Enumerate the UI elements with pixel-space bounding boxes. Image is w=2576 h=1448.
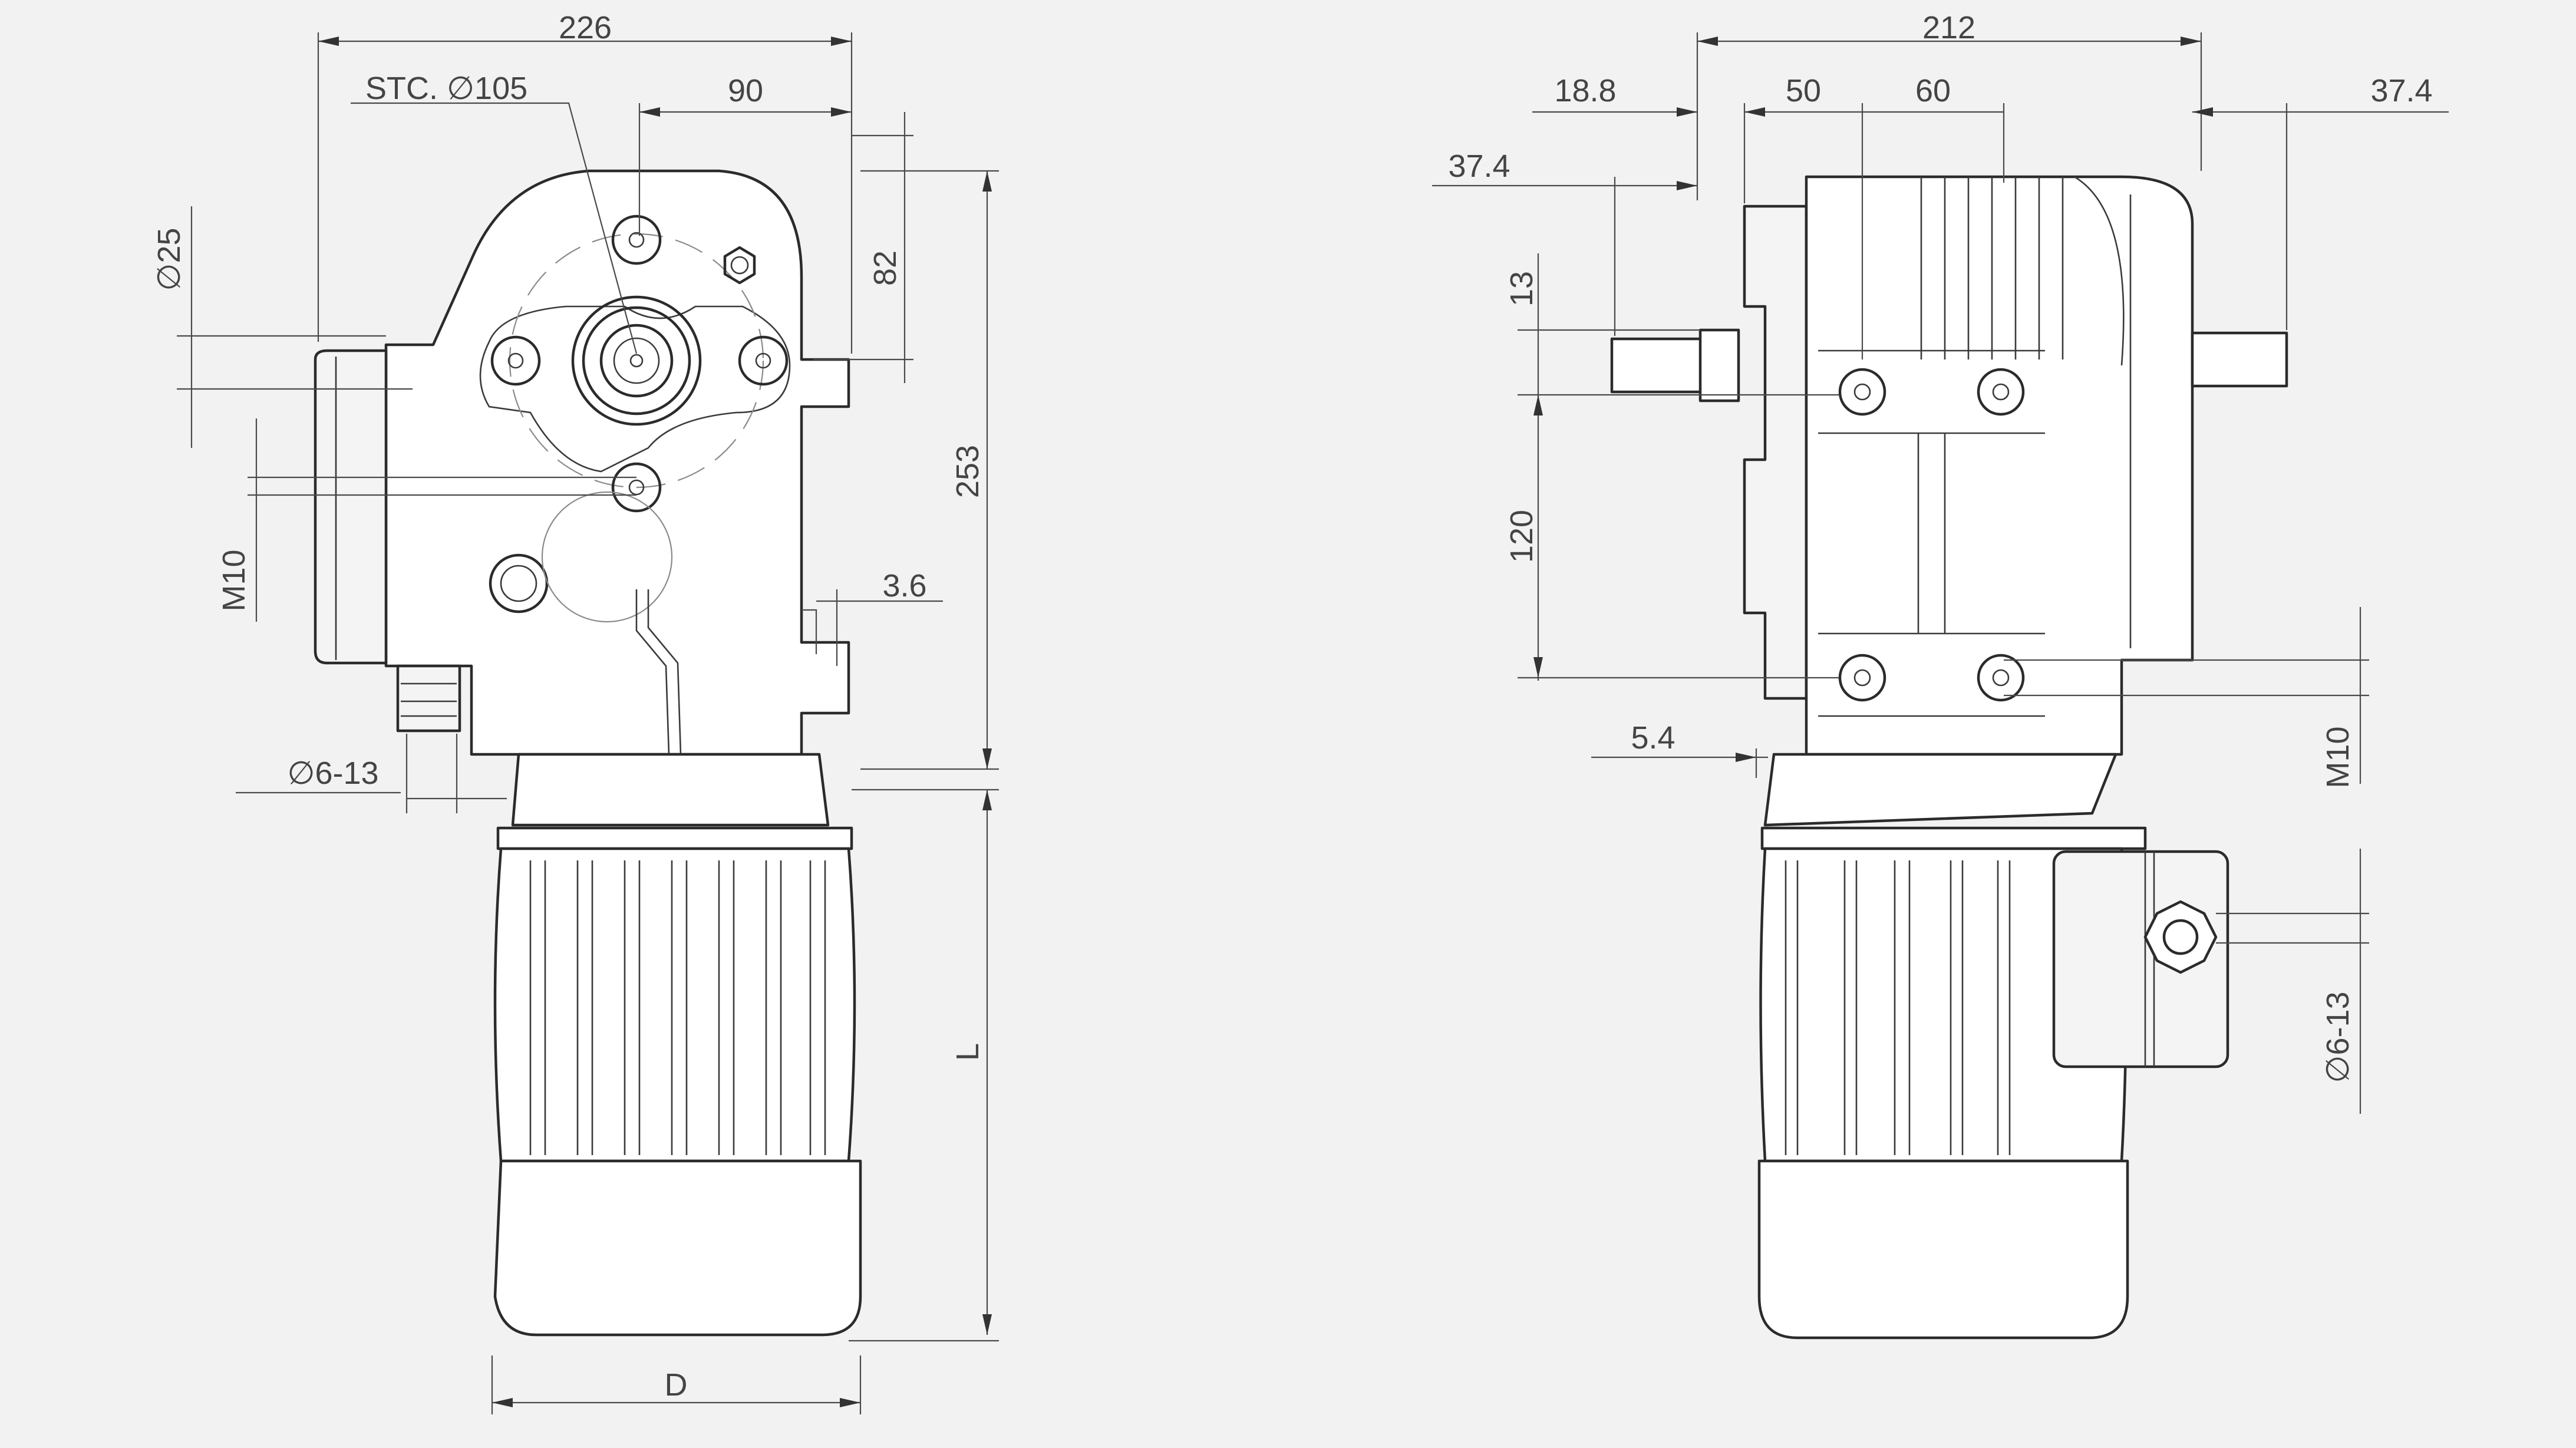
shaft-center — [629, 354, 644, 368]
split-line — [635, 589, 670, 755]
dim-3-6-label: 3.6 — [882, 568, 926, 603]
right-output-shaft — [2191, 331, 2288, 388]
front-dimensions — [177, 32, 999, 1414]
shaft-outer-ring — [571, 295, 702, 426]
end-cover-line — [2074, 176, 2132, 648]
dim-212-label: 212 — [1922, 10, 1975, 45]
shaft-bearing — [582, 306, 691, 415]
dim-37-4-right-label: 37.4 — [2370, 73, 2432, 108]
side-bolt-bottom-left — [1838, 654, 1886, 702]
motor-adapter-side — [1763, 753, 2117, 827]
dim-13-label: 13 — [1504, 271, 1539, 306]
cable-gland-side — [2143, 900, 2218, 974]
dim-l-label: L — [950, 1043, 985, 1061]
dim-m10-side-label: M10 — [2320, 726, 2356, 788]
dim-120-label: 120 — [1504, 510, 1539, 563]
left-cover — [314, 349, 388, 665]
motor-flange-side — [1760, 826, 2147, 850]
cable-gland-front — [396, 664, 461, 733]
dim-253-label: 253 — [950, 445, 985, 498]
bolt-hole-right — [738, 335, 789, 386]
dim-60-label: 60 — [1915, 73, 1951, 108]
center-web — [1917, 433, 1946, 634]
hex-plug-center — [730, 256, 749, 275]
split-line-2 — [647, 589, 682, 755]
dim-50-label: 50 — [1786, 73, 1821, 108]
dim-18-8-label: 18.8 — [1554, 73, 1616, 108]
inner-circle — [541, 491, 673, 623]
dim-cable-gland-side-label: ∅6-13 — [2320, 991, 2356, 1083]
dim-37-4-left-label: 37.4 — [1448, 149, 1510, 184]
mounting-rails — [1818, 349, 2045, 717]
fan-cover-front — [493, 1159, 862, 1337]
front-view: 226 STC. ∅105 90 82 253 ∅25 M10 3.6 ∅6-1… — [151, 10, 999, 1414]
cable-gland-inner — [2162, 919, 2199, 955]
dim-5-4-label: 5.4 — [1631, 720, 1675, 756]
side-bolt-top-left — [1838, 368, 1886, 416]
motor-body-front — [493, 847, 856, 1163]
shaft-core — [613, 337, 660, 384]
dim-m10-front-label: M10 — [216, 549, 252, 611]
side-dimensions — [1432, 32, 2449, 1114]
side-view: 212 18.8 50 60 37.4 37.4 13 120 5.4 M10 … — [1432, 10, 2449, 1340]
cooling-fins-side — [1785, 860, 2011, 1155]
bolt-center — [1992, 383, 2010, 401]
left-output-shaft — [1610, 337, 1711, 394]
hex-plug — [723, 246, 756, 285]
dim-d-label: D — [665, 1367, 688, 1403]
motor-flange-front — [496, 826, 853, 850]
shaft-bore — [599, 324, 674, 398]
bolt-hole-bottom — [611, 462, 662, 513]
bolt-center — [628, 232, 645, 248]
housing-ribs — [1920, 177, 2064, 359]
dim-shaft-diameter-label: ∅25 — [151, 227, 187, 291]
drain-plug-inner — [500, 565, 537, 602]
bolt-hole-left — [490, 335, 541, 386]
terminal-box-split — [2144, 852, 2155, 1067]
motor-adapter-front — [511, 753, 830, 827]
cable-gland-grooves — [401, 682, 457, 717]
dim-stc-105-label: STC. ∅105 — [365, 71, 527, 106]
drain-plug — [489, 553, 549, 613]
bolt-center — [1853, 383, 1871, 401]
bolt-hole-top — [611, 215, 662, 265]
dim-82-label: 82 — [868, 250, 903, 286]
side-bolt-top-right — [1977, 368, 2025, 416]
bolt-center — [1853, 669, 1871, 687]
dim-226-label: 226 — [559, 10, 612, 45]
bolt-center — [507, 352, 524, 369]
pitch-circle — [509, 233, 764, 489]
bolt-center — [1992, 669, 2010, 687]
cooling-fins-front — [529, 860, 826, 1155]
dim-90-label: 90 — [728, 73, 763, 108]
bolt-center — [755, 352, 771, 369]
fan-cover-side — [1757, 1159, 2129, 1340]
side-bolt-bottom-right — [1977, 654, 2025, 702]
left-shaft-collar — [1698, 328, 1740, 403]
dim-cable-gland-front-label: ∅6-13 — [287, 756, 378, 791]
